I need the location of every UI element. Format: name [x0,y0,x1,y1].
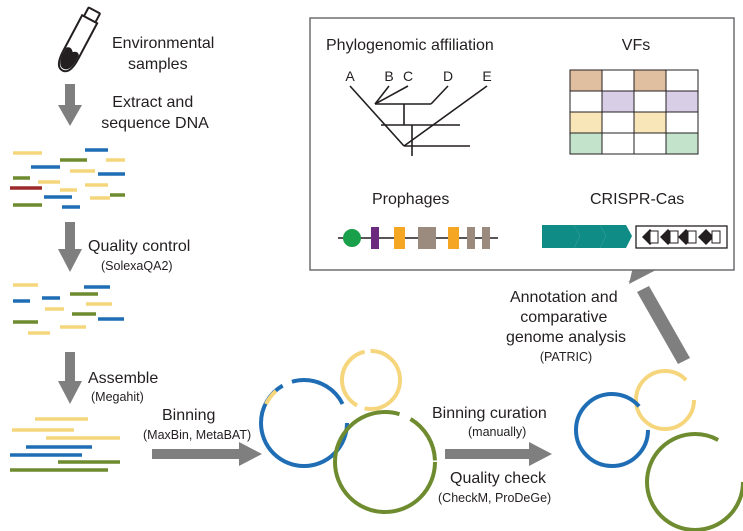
label-extract-dna: Extract and sequence DNA [101,94,209,132]
raw-reads [10,148,125,209]
label-assemble: Assemble [88,370,158,387]
phylo-leaf-b: B [384,68,393,84]
crispr-title: CRISPR-Cas [590,191,684,208]
bin-blue [259,378,349,468]
crispr-cas-locus [542,225,728,249]
label-annotation-tool: (PATRIC) [540,350,592,364]
arrow-to-extract [58,84,82,126]
label-quality-check-tool: (CheckM, ProDeGe) [438,491,551,505]
bin-blue-yellow-segment [264,389,278,405]
label-binning-curation-note: (manually) [468,425,526,439]
label-quality-control: Quality control [88,238,190,255]
arrow-to-assemble [58,352,82,404]
curated-genomes [574,369,743,531]
arrow-to-binning [152,442,262,466]
arrow-to-curation [445,442,552,466]
bin-green [333,410,437,514]
curated-green [645,432,743,531]
arrow-to-quality-control [58,222,82,272]
filtered-reads [13,283,124,335]
phylo-leaf-c: C [403,68,413,84]
label-environmental-samples: Environmental samples [112,35,219,73]
phylo-title: Phylogenomic affiliation [326,37,494,54]
prophages-title: Prophages [372,191,449,208]
binned-genomes [259,349,437,514]
label-binning-tool: (MaxBin, MetaBAT) [143,428,251,442]
label-quality-control-tool: (SolexaQA2) [101,259,173,273]
curated-blue [574,392,650,468]
vfs-title: VFs [622,37,650,54]
label-annotation: Annotation and comparative genome analys… [506,289,626,346]
phylo-leaf-d: D [443,68,453,84]
label-assemble-tool: (Megahit) [91,390,144,404]
label-binning-curation: Binning curation [432,405,547,422]
phylo-leaf-a: A [345,68,355,84]
sample-tube-icon [57,6,101,73]
prophage-gene-map [338,227,498,249]
assembled-contigs [10,417,120,472]
phylo-leaf-e: E [482,68,491,84]
label-binning: Binning [162,407,215,424]
bin-yellow [340,349,402,411]
arrow-to-annotation [628,258,690,364]
vfs-grid [569,69,699,155]
label-quality-check: Quality check [450,470,547,487]
phylogenetic-tree: A B C D E [345,68,492,156]
curated-yellow [634,369,696,431]
